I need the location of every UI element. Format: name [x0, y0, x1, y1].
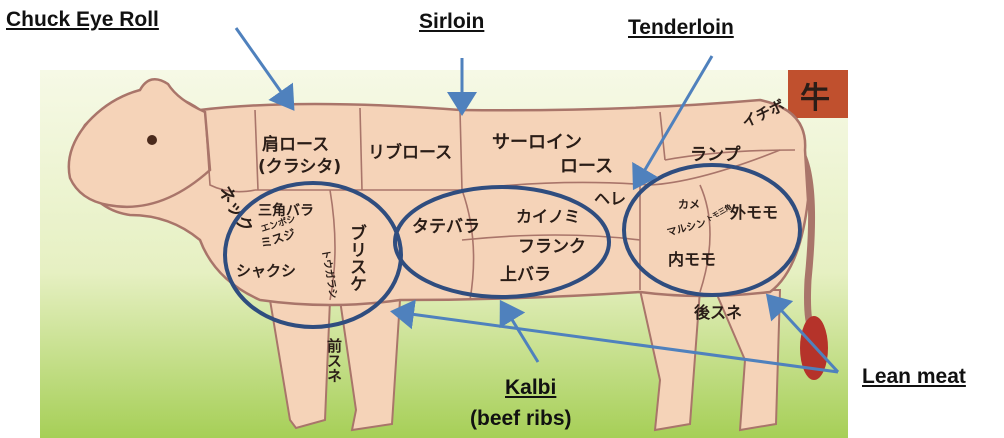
cut-kainomi: カイノミ — [516, 207, 580, 226]
cut-kurashita: (クラシタ) — [258, 157, 341, 177]
cut-ato-sune: 後スネ — [694, 303, 742, 322]
cut-hire: ヘレ — [594, 189, 626, 208]
cut-soto-momo: 外モモ — [729, 203, 778, 222]
cut-mae-sune: 前スネ — [325, 337, 343, 383]
cut-uchi-momo: 内モモ — [668, 250, 716, 269]
callout-lean-meat: Lean meat — [862, 365, 966, 389]
cow-eye — [147, 135, 157, 145]
cut-furanku: フランク — [518, 237, 586, 257]
cut-burisuke: ブリスケ — [346, 223, 367, 292]
callout-tenderloin: Tenderloin — [628, 16, 734, 40]
cut-sarloin: サーロイン — [492, 132, 582, 153]
cut-rosu: ロース — [560, 156, 613, 177]
cut-jo-bara: 上バラ — [500, 265, 551, 285]
cut-kata-rosu: 肩ロース — [262, 134, 329, 155]
cut-rampu: ランプ — [690, 144, 741, 165]
callout-kalbi: Kalbi — [505, 376, 556, 400]
callout-kalbi-sub: (beef ribs) — [470, 407, 572, 431]
logo-text: 牛 — [800, 81, 830, 116]
callout-sirloin: Sirloin — [419, 10, 484, 34]
cut-shakushi: シャクシ — [236, 262, 296, 280]
cut-kame: カメ — [678, 198, 700, 211]
cut-tatebara: タテバラ — [412, 217, 480, 237]
cut-ribu-rosu: リブロース — [368, 142, 452, 163]
callout-chuck-eye-roll: Chuck Eye Roll — [6, 8, 159, 32]
